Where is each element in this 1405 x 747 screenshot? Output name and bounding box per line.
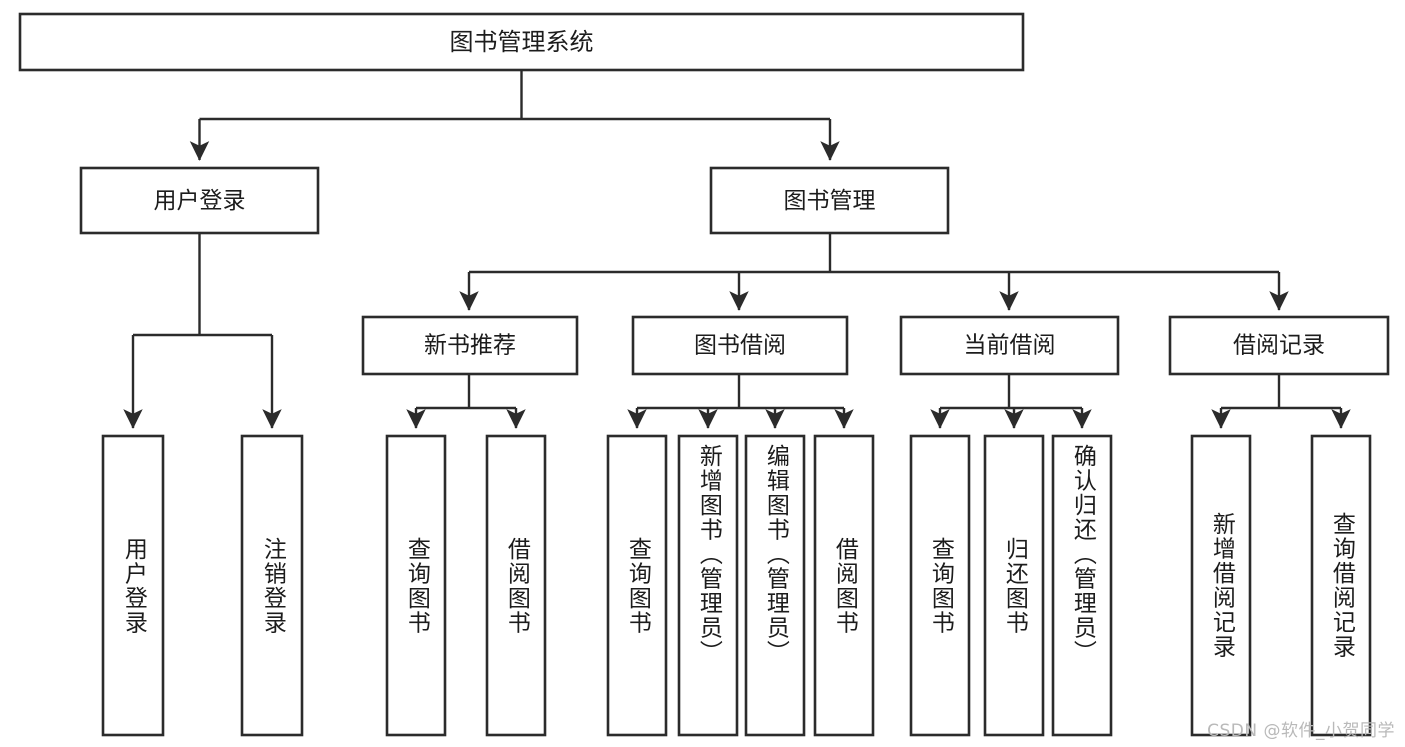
connectors	[123, 70, 1351, 429]
node-book-manage[interactable]: 图书管理	[709, 166, 950, 235]
node-current-borrow[interactable]: 当前借阅	[899, 315, 1120, 376]
book-manage-box[interactable]	[709, 166, 950, 235]
leaf-box-add-borrow-record[interactable]	[1190, 434, 1252, 737]
root-box[interactable]	[18, 12, 1025, 72]
node-new-book-recommend[interactable]: 新书推荐	[361, 315, 579, 376]
book-manage-label: 图书管理	[784, 188, 876, 214]
leaf-box-query-book-1[interactable]	[385, 434, 447, 737]
leaf-box-borrow-book-2[interactable]	[813, 434, 875, 737]
leaf-box-confirm-return[interactable]	[1051, 434, 1113, 737]
leaf-box-query-borrow-record[interactable]	[1310, 434, 1372, 737]
user-login-box[interactable]	[79, 166, 320, 235]
new-book-recommend-label: 新书推荐	[424, 333, 516, 359]
new-book-recommend-box[interactable]	[361, 315, 579, 376]
leaf-box-return-book[interactable]	[983, 434, 1045, 737]
node-book-borrow[interactable]: 图书借阅	[631, 315, 849, 376]
node-root[interactable]: 图书管理系统	[18, 12, 1025, 72]
book-borrow-box[interactable]	[631, 315, 849, 376]
leaf-box-query-book-3[interactable]	[909, 434, 971, 737]
leaf-box-query-book-2[interactable]	[606, 434, 668, 737]
node-user-login[interactable]: 用户登录	[79, 166, 320, 235]
leaf-boxes	[101, 434, 1372, 737]
node-borrow-record[interactable]: 借阅记录	[1168, 315, 1390, 376]
user-login-label: 用户登录	[154, 188, 246, 214]
root-label: 图书管理系统	[450, 28, 594, 56]
current-borrow-box[interactable]	[899, 315, 1120, 376]
current-borrow-label: 当前借阅	[964, 333, 1056, 359]
leaf-box-add-book[interactable]	[677, 434, 739, 737]
leaf-box-user-login[interactable]	[101, 434, 165, 737]
book-borrow-label: 图书借阅	[694, 333, 786, 359]
borrow-record-label: 借阅记录	[1233, 333, 1325, 359]
leaf-box-user-logout[interactable]	[240, 434, 304, 737]
borrow-record-box[interactable]	[1168, 315, 1390, 376]
leaf-box-borrow-book-1[interactable]	[485, 434, 547, 737]
leaf-box-edit-book[interactable]	[744, 434, 806, 737]
